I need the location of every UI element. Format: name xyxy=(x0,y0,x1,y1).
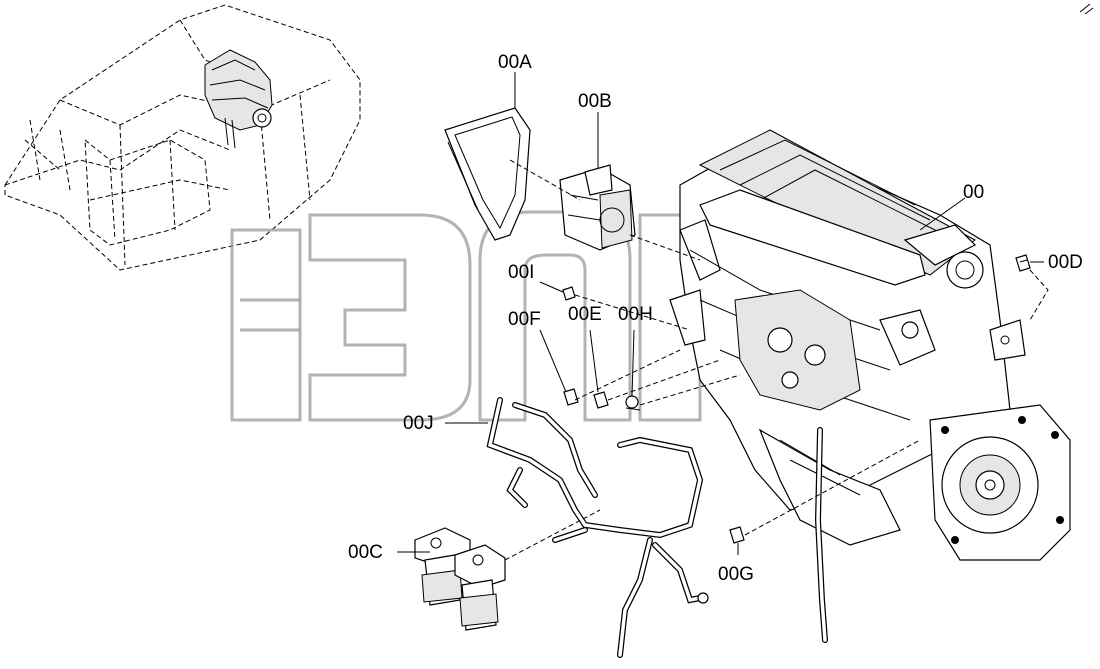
callout-00d: 00D xyxy=(1048,252,1083,273)
machine-locator-icon xyxy=(4,4,361,271)
sensor-00g xyxy=(729,526,745,544)
sensor-00e xyxy=(593,391,609,409)
fan-clutch-part xyxy=(559,164,636,251)
callout-00f: 00F xyxy=(508,309,541,330)
clamp-00h xyxy=(625,395,641,411)
callout-00a: 00A xyxy=(498,52,532,73)
callout-00g: 00G xyxy=(718,564,754,585)
fan-belt-part xyxy=(444,107,531,241)
sensor-00f xyxy=(563,388,579,406)
callout-00: 00 xyxy=(963,182,984,203)
leader-lines xyxy=(397,72,1049,561)
callout-00j: 00J xyxy=(403,413,434,434)
wire-harness-part xyxy=(486,397,709,658)
fuel-filter-part xyxy=(414,527,506,631)
plug-00i xyxy=(562,286,576,301)
engine-assembly xyxy=(669,129,1071,643)
callout-00i: 00I xyxy=(508,262,534,283)
callout-00b: 00B xyxy=(578,91,612,112)
callout-00e: 00E xyxy=(568,304,602,325)
callout-00h: 00H xyxy=(618,304,653,325)
sensor-00d xyxy=(1015,254,1031,272)
callout-00c: 00C xyxy=(348,542,383,563)
compass-corner-icon xyxy=(1079,3,1094,15)
